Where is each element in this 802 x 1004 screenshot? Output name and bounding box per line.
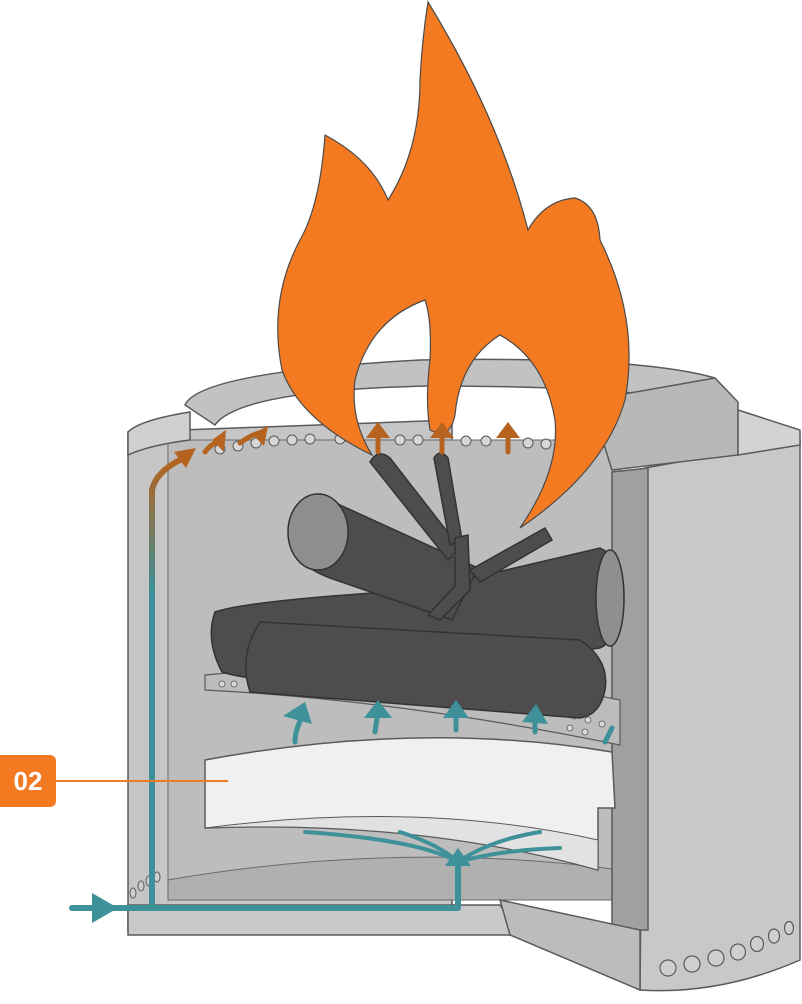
airflow-hot-arrow-icon	[174, 422, 520, 468]
airflow-riser	[149, 457, 183, 703]
top-rim-left	[127, 411, 191, 457]
callout-label: 02	[13, 765, 43, 796]
firewood-logs	[210, 452, 625, 719]
callout-badge: 02	[0, 755, 56, 807]
airflow-arrow-icon	[92, 700, 548, 923]
top-rim-right	[737, 408, 801, 456]
flame-icon	[277, 0, 630, 529]
bottom-vent-holes	[659, 920, 795, 977]
airflow-hot-arrows	[202, 429, 511, 455]
inner-floor	[167, 856, 621, 901]
outer-wall-right	[639, 439, 801, 992]
ash-pan-edge	[204, 815, 599, 871]
airflow-intake	[69, 697, 615, 911]
callout-leader-line	[56, 780, 228, 782]
front-cut-lip	[498, 899, 641, 992]
